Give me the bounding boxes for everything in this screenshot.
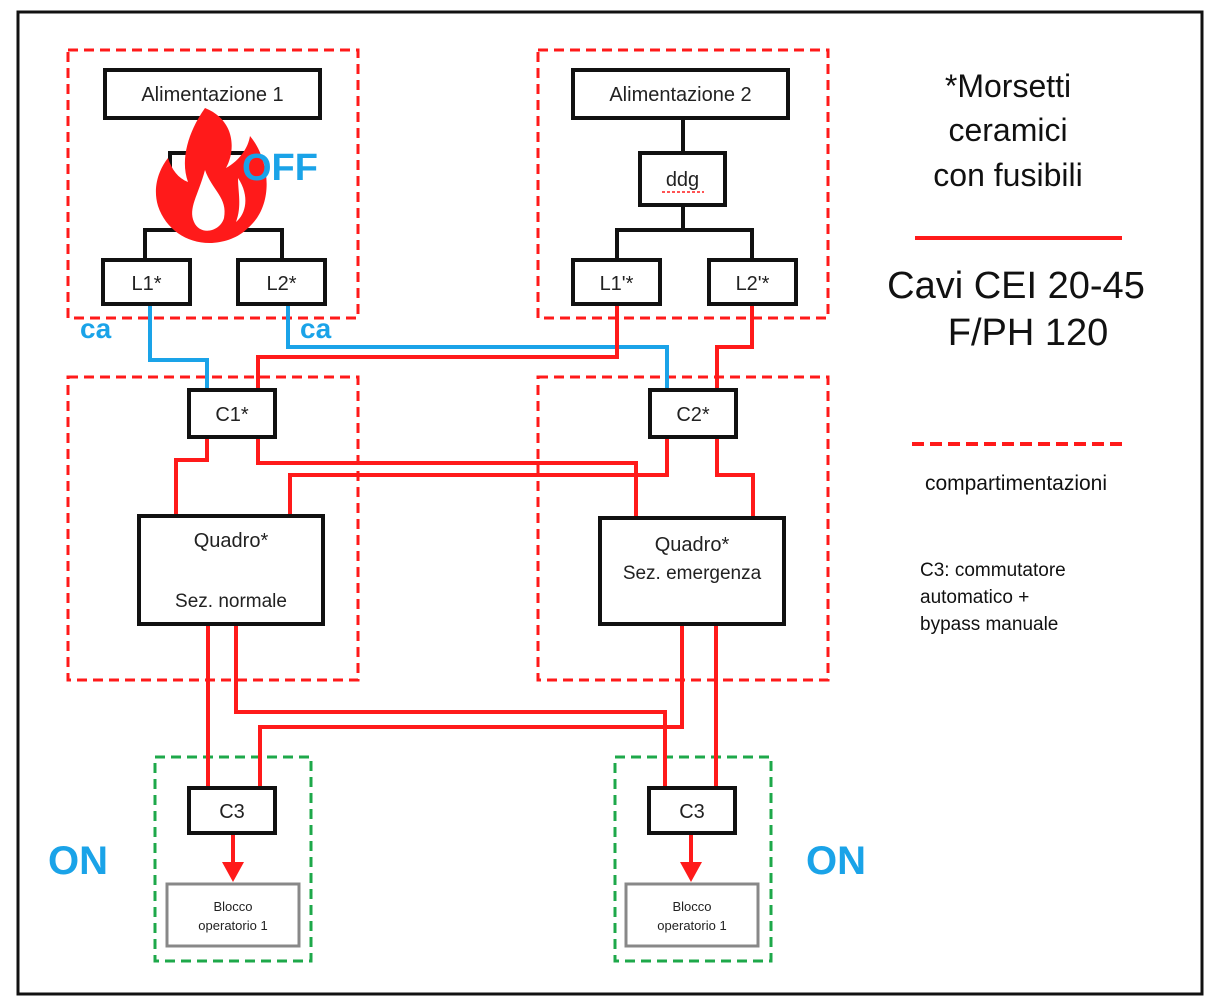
arrow-left-icon [222, 862, 244, 882]
box-alimentazione-1 [103, 68, 322, 120]
label-l2-left: L2* [266, 273, 296, 295]
box-ddg-right [638, 151, 727, 207]
label-blocco-left-1: Blocco [213, 899, 252, 914]
label-blocco-right-2: operatorio 1 [657, 918, 726, 933]
label-blocco-right-1: Blocco [672, 899, 711, 914]
boxes [101, 68, 798, 835]
box-quadro-emergenza [598, 516, 786, 626]
box-blocco-right [624, 882, 760, 948]
legend-note-line1: *Morsetti [945, 68, 1071, 104]
red-cables [174, 236, 1122, 866]
label-ddg-right: ddg [666, 169, 699, 191]
label-ca-right: ca [300, 313, 332, 344]
label-quadro-normale-title: Quadro* [194, 530, 269, 552]
status-on-right: ON [806, 839, 866, 883]
legend-c3-line2: automatico + [920, 587, 1029, 608]
compartment-zone-supply-2 [536, 48, 830, 320]
legend-c3-line1: C3: commutatore [920, 560, 1066, 581]
label-alimentazione-1: Alimentazione 1 [141, 84, 283, 106]
label-quadro-emergenza-sub: Sez. emergenza [623, 563, 762, 584]
label-quadro-normale-sub: Sez. normale [175, 591, 287, 612]
legend-note-line2: ceramici [948, 112, 1067, 148]
legend-cable-line1: Cavi CEI 20-45 [887, 265, 1145, 307]
label-blocco-left-2: operatorio 1 [198, 918, 267, 933]
box-c2 [648, 388, 738, 439]
label-c3-right: C3 [679, 801, 705, 823]
fire-icon [155, 108, 267, 244]
label-l1-right: L1'* [600, 273, 634, 295]
compartment-zone-normal [66, 375, 360, 682]
blue-cables [148, 304, 669, 390]
box-blocco-left [165, 882, 301, 948]
status-off: OFF [242, 147, 318, 189]
blocco-boxes [165, 882, 760, 948]
legend-c3-line3: bypass manuale [920, 614, 1058, 635]
label-l2-right: L2'* [736, 273, 770, 295]
box-l1-left [101, 258, 192, 306]
legend-compartment: compartimentazioni [925, 472, 1107, 495]
label-c1: C1* [215, 404, 249, 426]
label-quadro-emergenza-title: Quadro* [655, 534, 730, 556]
label-c2: C2* [676, 404, 710, 426]
box-l2-left [236, 258, 327, 306]
operating-zone-right [613, 755, 773, 963]
label-l1-left: L1* [131, 273, 161, 295]
box-c3-left [187, 786, 277, 835]
box-l1-right [571, 258, 662, 306]
box-l2-right [707, 258, 798, 306]
status-on-left: ON [48, 839, 108, 883]
box-c1 [187, 388, 277, 439]
box-alimentazione-2 [571, 68, 790, 120]
compartment-zone-supply-1 [66, 48, 360, 320]
arrow-right-icon [680, 862, 702, 882]
operating-zone-left [153, 755, 313, 963]
label-ca-left: ca [80, 313, 112, 344]
legend-note-line3: con fusibili [933, 157, 1082, 193]
label-alimentazione-2: Alimentazione 2 [609, 84, 751, 106]
box-c3-right [647, 786, 737, 835]
box-quadro-normale [137, 514, 325, 626]
label-c3-left: C3 [219, 801, 245, 823]
legend-cable-line2: F/PH 120 [948, 312, 1109, 354]
